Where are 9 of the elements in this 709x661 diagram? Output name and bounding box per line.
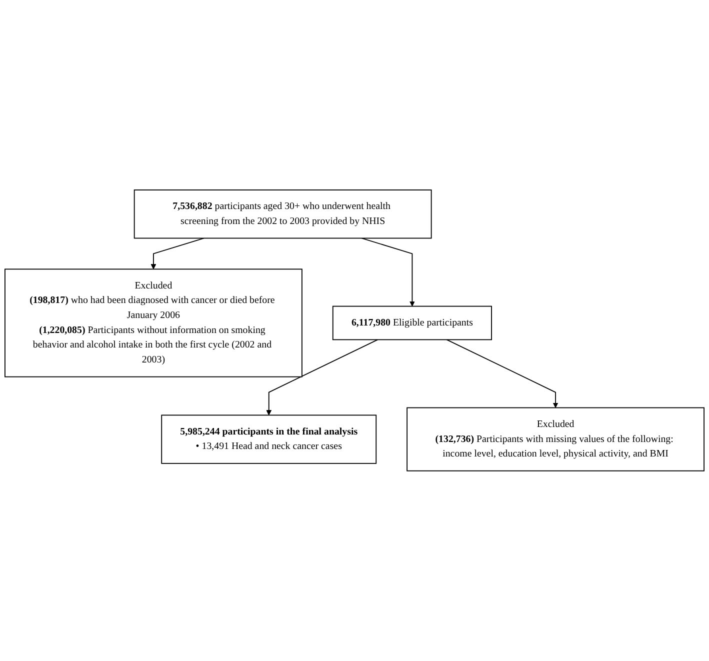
node-box [4, 268, 302, 378]
arrow [150, 238, 204, 270]
arrow [361, 238, 415, 307]
node-box [332, 306, 492, 340]
node-box [161, 414, 377, 464]
arrow [266, 339, 378, 416]
node-box [406, 407, 704, 472]
node-box [134, 190, 432, 239]
arrow [446, 339, 558, 408]
